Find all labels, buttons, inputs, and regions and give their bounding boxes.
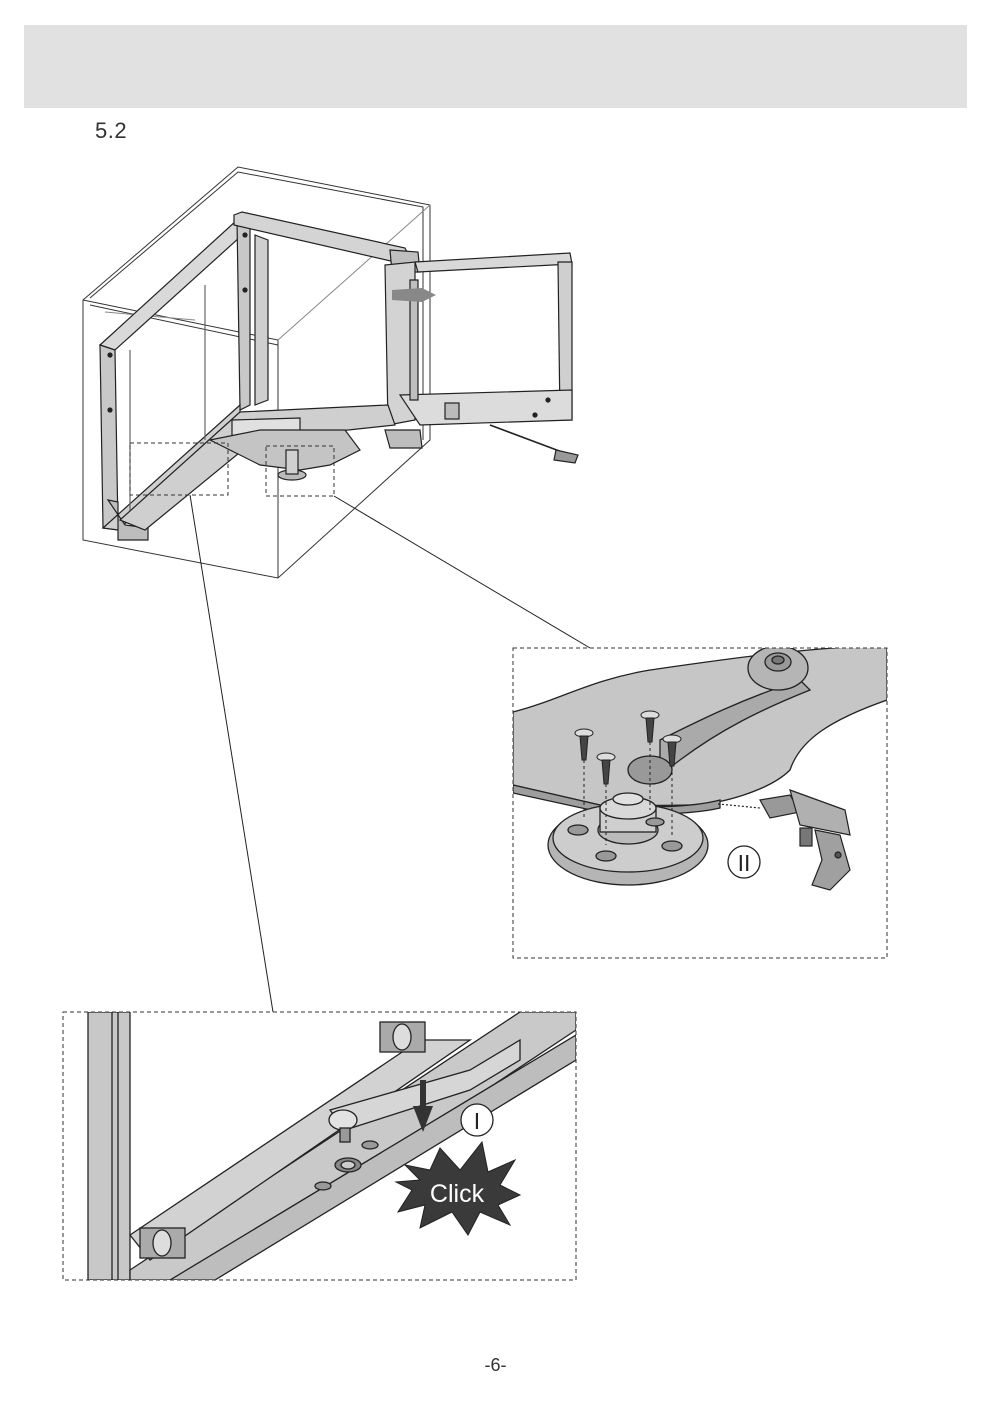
callout-boxes (129, 442, 335, 497)
down-arrow-icon (413, 1080, 433, 1132)
page-number: -6- (484, 1355, 507, 1375)
screw-icon (574, 710, 682, 785)
detail-rail-click: I Click (62, 1011, 577, 1281)
detail-frame-bottom (62, 1011, 577, 1281)
step-number: 5.2 (95, 118, 128, 143)
leader-lines (189, 494, 591, 1013)
click-burst: Click (394, 1140, 522, 1236)
marker-i-label: I (474, 1108, 480, 1134)
right-basket-frame (384, 252, 579, 464)
step-marker-i: I (460, 1103, 494, 1137)
marker-ii-label: II (738, 850, 751, 876)
detail-frame-top (512, 647, 888, 959)
header-bar (24, 25, 967, 108)
click-text: Click (430, 1180, 485, 1208)
detail-base-mount: II (512, 647, 888, 959)
bottom-mechanism (118, 404, 423, 531)
step-marker-ii: II (727, 845, 761, 879)
drill-icon (717, 789, 851, 891)
